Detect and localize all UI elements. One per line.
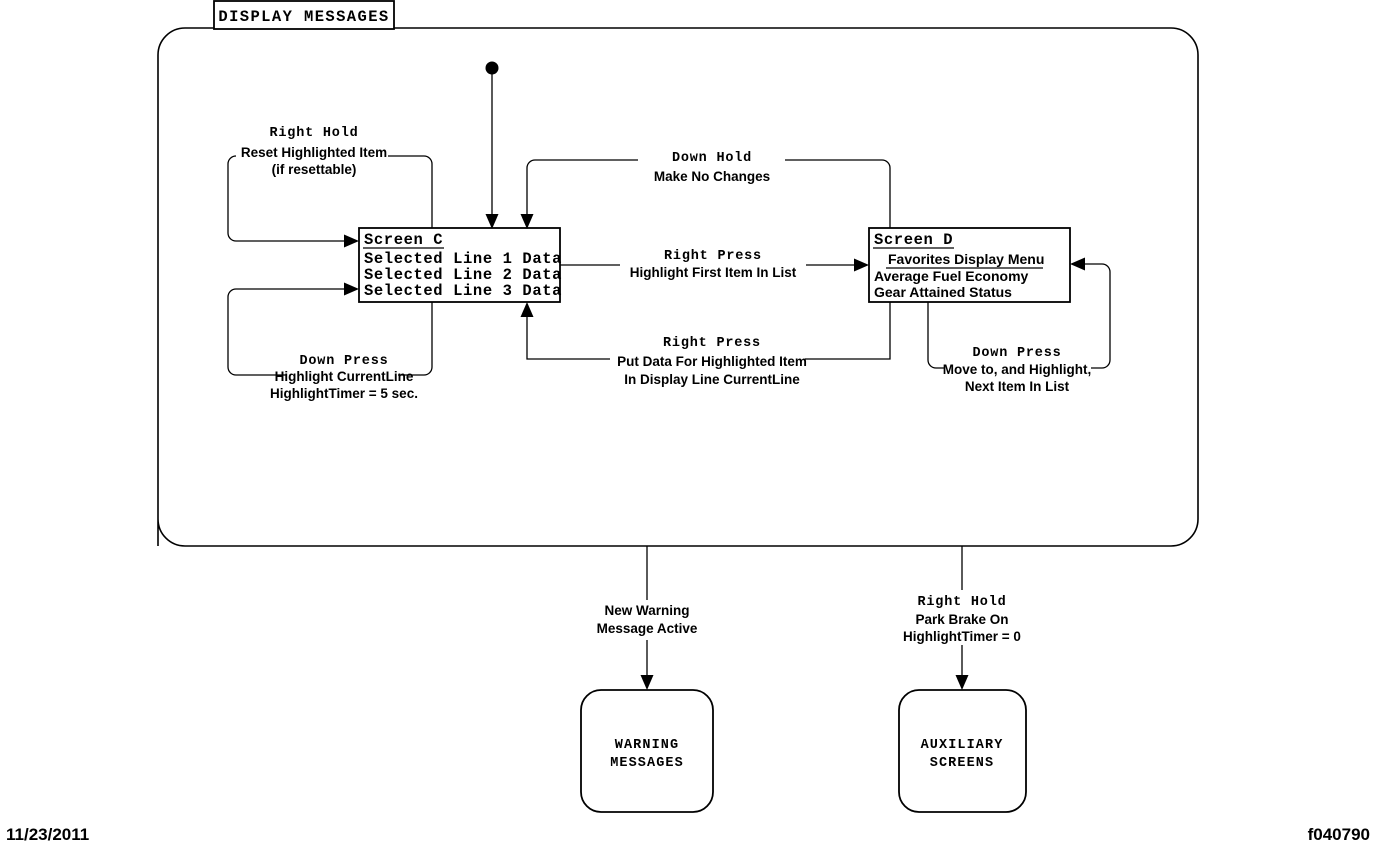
transition-down-hold-action-1: Make No Changes — [654, 169, 770, 184]
transition-down-hold-event: Down Hold — [672, 151, 752, 166]
terminal-auxiliary-screens[interactable]: AUXILIARY SCREENS — [898, 689, 1027, 813]
screen-c-line-2: Selected Line 2 Data — [364, 266, 562, 284]
warning-messages-line-2: MESSAGES — [610, 756, 684, 771]
arrowhead-icon — [344, 282, 359, 296]
arrowhead-icon — [854, 258, 869, 272]
transition-park-brake-action-2: HighlightTimer = 0 — [903, 629, 1021, 644]
transition-right-press-put-data: Right Press Put Data For Highlighted Ite… — [520, 302, 891, 387]
transition-park-brake-event: Right Hold — [917, 595, 1006, 610]
transition-right-hold-reset-action-2: (if resettable) — [272, 162, 357, 177]
state-screen-d[interactable]: Screen D Favorites Display Menu Average … — [868, 227, 1071, 303]
transition-right-press-first-event: Right Press — [664, 249, 762, 264]
transition-down-press-next-item: Down Press Move to, and Highlight, Next … — [927, 257, 1111, 394]
arrowhead-icon — [640, 675, 654, 690]
state-screen-c[interactable]: Screen C Selected Line 1 Data Selected L… — [358, 227, 562, 303]
warning-messages-line-1: WARNING — [615, 738, 679, 753]
transition-down-press-highlight: Down Press Highlight CurrentLine Highlig… — [227, 282, 433, 401]
transition-right-hold-park-brake: Right Hold Park Brake On HighlightTimer … — [903, 546, 1021, 690]
footer-date: 11/23/2011 — [6, 825, 89, 844]
arrowhead-icon — [1070, 257, 1085, 271]
screen-d-menu-title: Favorites Display Menu — [888, 251, 1044, 267]
auxiliary-screens-line-2: SCREENS — [930, 756, 994, 771]
footer-figure-id: f040790 — [1308, 825, 1370, 844]
arrowhead-icon — [520, 302, 534, 317]
transition-put-data-event: Right Press — [663, 336, 761, 351]
initial-state-dot — [485, 61, 499, 75]
arrowhead-icon — [955, 675, 969, 690]
transition-down-press-highlight-action-1: Highlight CurrentLine — [275, 369, 414, 384]
transition-park-brake-action-1: Park Brake On — [915, 612, 1008, 627]
screen-d-item-2: Gear Attained Status — [874, 284, 1012, 300]
transition-right-hold-reset-action-1: Reset Highlighted Item — [241, 145, 387, 160]
transition-new-warning-message: New Warning Message Active — [597, 546, 698, 690]
arrowhead-icon — [344, 234, 359, 248]
transition-right-hold-reset-event: Right Hold — [269, 126, 358, 141]
transition-right-press-highlight-first: Right Press Highlight First Item In List — [560, 249, 869, 280]
initial-state-transition — [485, 61, 499, 229]
transition-right-press-first-action-1: Highlight First Item In List — [630, 265, 797, 280]
screen-c-line-1: Selected Line 1 Data — [364, 250, 562, 268]
transition-right-hold-reset: Right Hold Reset Highlighted Item (if re… — [227, 126, 433, 248]
auxiliary-screens-line-1: AUXILIARY — [921, 738, 1004, 753]
arrowhead-icon — [485, 214, 499, 229]
arrowhead-icon — [520, 214, 534, 229]
transition-next-item-action-1: Move to, and Highlight, — [943, 362, 1092, 377]
superstate-title-tab: DISPLAY MESSAGES — [213, 0, 395, 30]
screen-c-line-3: Selected Line 3 Data — [364, 282, 562, 300]
transition-down-press-highlight-action-2: HighlightTimer = 5 sec. — [270, 386, 418, 401]
transition-new-warning-action-2: Message Active — [597, 621, 698, 636]
superstate-container — [157, 27, 1199, 547]
transition-next-item-event: Down Press — [972, 346, 1061, 361]
screen-c-header: Screen C — [364, 231, 443, 249]
transition-put-data-action-2: In Display Line CurrentLine — [624, 372, 800, 387]
transition-down-hold-no-changes: Down Hold Make No Changes — [520, 151, 891, 229]
transition-new-warning-action-1: New Warning — [604, 603, 689, 618]
transition-put-data-action-1: Put Data For Highlighted Item — [617, 354, 807, 369]
transition-down-press-highlight-event: Down Press — [299, 354, 388, 369]
terminal-warning-messages[interactable]: WARNING MESSAGES — [580, 689, 714, 813]
transition-next-item-action-2: Next Item In List — [965, 379, 1070, 394]
superstate-title: DISPLAY MESSAGES — [218, 8, 389, 26]
screen-d-header: Screen D — [874, 231, 953, 249]
screen-d-item-1: Average Fuel Economy — [874, 268, 1029, 284]
